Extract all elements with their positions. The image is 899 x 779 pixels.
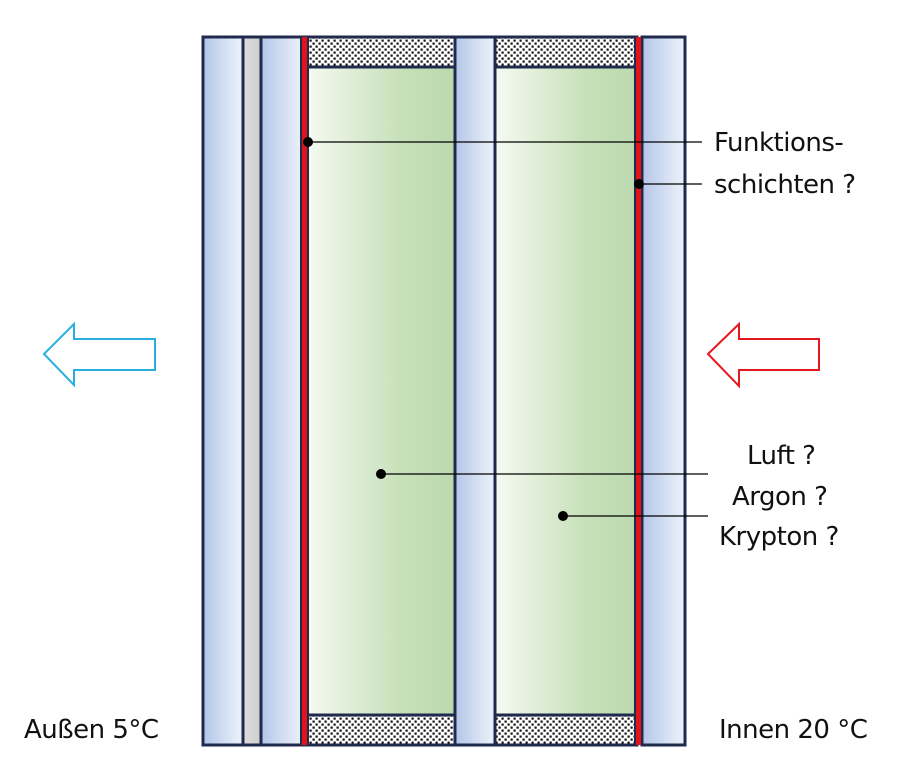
outer-glass-pane xyxy=(201,35,245,747)
functional-coating-2 xyxy=(636,37,641,745)
gas-label-air: Luft ? xyxy=(747,441,816,471)
spacer-top-2 xyxy=(493,35,639,69)
spacer-top-1 xyxy=(304,35,457,69)
laminate-interlayer xyxy=(241,35,263,747)
gas-cavity-2 xyxy=(493,65,639,717)
laminate-glass-pane xyxy=(259,35,305,747)
warm-side-arrow-icon xyxy=(706,321,820,389)
coating-leader-2 xyxy=(634,179,702,189)
coatings-label-line1: Funktions- xyxy=(714,128,844,158)
gas-leader-2 xyxy=(558,511,708,521)
spacer-bottom-1 xyxy=(304,713,457,747)
gas-label-argon: Argon ? xyxy=(732,482,828,512)
gas-cavity-1 xyxy=(304,65,457,717)
functional-coating-1 xyxy=(302,37,307,745)
coating-leader-1 xyxy=(303,137,702,147)
gas-label-krypton: Krypton ? xyxy=(719,522,839,552)
middle-glass-pane xyxy=(453,35,497,747)
inner-glass-pane xyxy=(640,35,687,747)
cold-side-arrow-icon xyxy=(42,321,156,388)
coatings-label-line2: schichten ? xyxy=(714,170,856,200)
inside-temperature-label: Innen 20 °C xyxy=(719,715,868,745)
spacer-bottom-2 xyxy=(493,713,639,747)
gas-leader-1 xyxy=(376,469,708,479)
outside-temperature-label: Außen 5°C xyxy=(24,715,159,745)
